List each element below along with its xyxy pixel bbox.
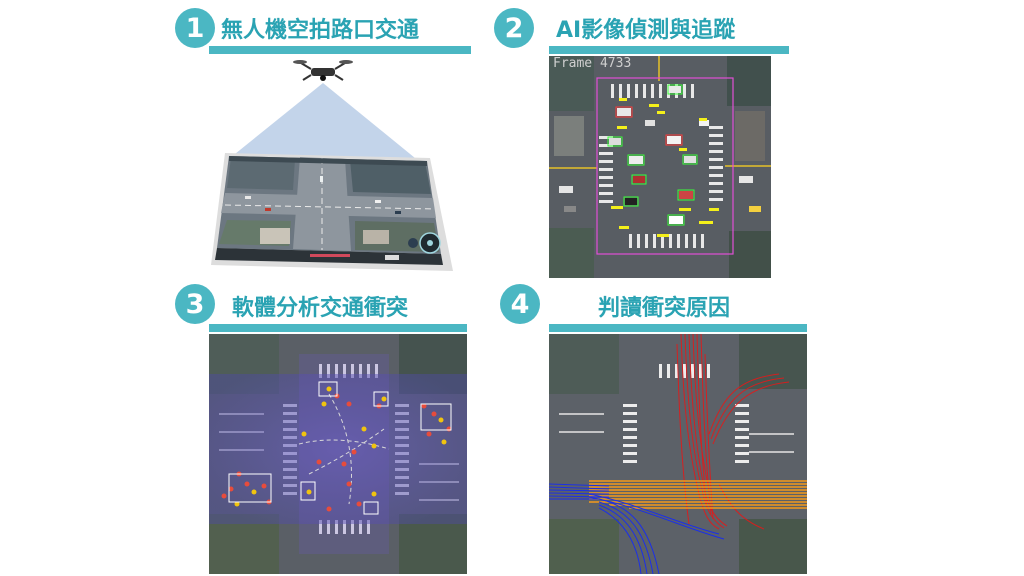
step-4-badge: 4 — [500, 284, 540, 324]
trajectory-analysis-panel — [549, 334, 807, 574]
step-2-badge: 2 — [494, 8, 534, 48]
step-4-underline — [549, 324, 807, 332]
aerial-photo — [211, 153, 453, 271]
step-1-underline — [209, 46, 471, 54]
step-2-underline — [549, 46, 789, 54]
step-3-underline — [209, 324, 467, 332]
step-1-badge: 1 — [175, 8, 215, 48]
conflict-analysis-panel — [209, 334, 467, 574]
drone-aerial-illustration — [205, 58, 465, 283]
step-2-title: AI影像偵測與追蹤 — [556, 18, 736, 43]
ai-detection-panel: Frame 4733 — [549, 56, 771, 278]
drone-icon — [293, 60, 353, 81]
step-4-title: 判讀衝突原因 — [598, 296, 731, 321]
step-3-title: 軟體分析交通衝突 — [232, 296, 409, 321]
step-1-title: 無人機空拍路口交通 — [221, 18, 420, 43]
frame-label: Frame 4733 — [553, 56, 632, 71]
step-3-badge: 3 — [175, 284, 215, 324]
